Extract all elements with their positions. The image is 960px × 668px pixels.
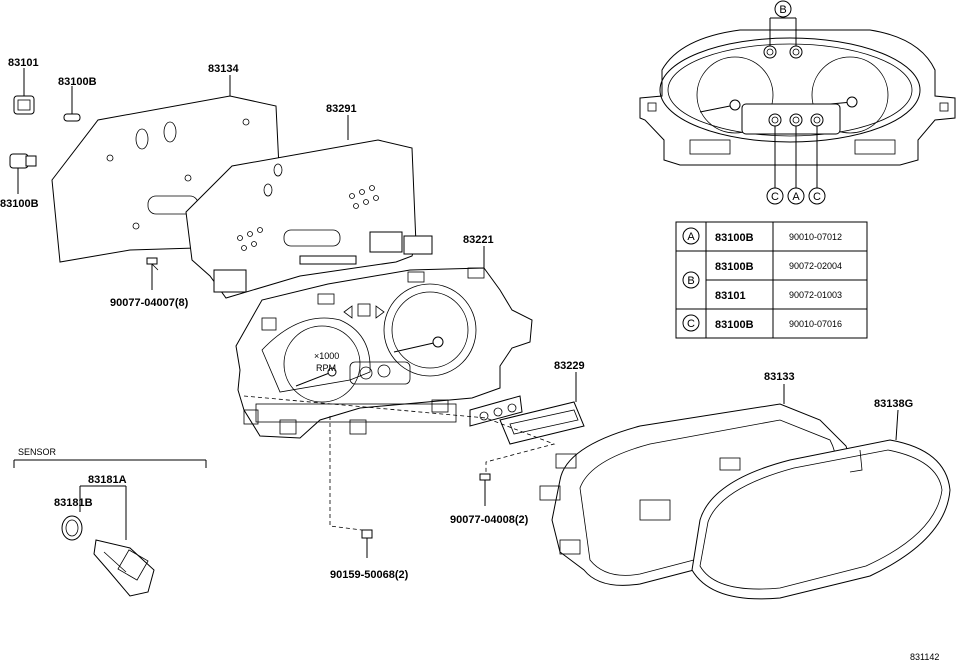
table-key-a: A (687, 231, 695, 243)
lcd-unit-83229 (469, 372, 585, 445)
sensor-group: SENSOR 83181A 83181B (13, 447, 207, 597)
table-part-4: 83100B (715, 319, 754, 331)
printed-circuit-83291 (185, 115, 433, 299)
table-ref-3: 90072-01003 (789, 290, 842, 300)
label-90077-04008: 90077-04008(2) (450, 514, 529, 526)
table-key-c: C (687, 318, 695, 330)
callouts-c-a-c: C A C (766, 126, 826, 205)
meter-rear-view (639, 29, 956, 166)
figure-id: 831142 (910, 652, 939, 662)
table-ref-2: 90072-02004 (789, 261, 842, 271)
label-83138g: 83138G (874, 398, 913, 410)
label-83101: 83101 (8, 57, 39, 69)
label-83181a: 83181A (88, 474, 127, 486)
dial-rpm-unit: RPM (316, 363, 336, 373)
table-part-3: 83101 (715, 290, 746, 302)
dial-rpm-scale: ×1000 (314, 351, 339, 361)
callout-c-letter-1: C (771, 191, 779, 203)
label-83133: 83133 (764, 371, 795, 383)
alignment-lines (243, 395, 556, 531)
sensor-label: SENSOR (18, 447, 57, 457)
meter-glass-83138g (691, 409, 951, 600)
table-ref-4: 90010-07016 (789, 319, 842, 329)
callout-b-top: B (769, 0, 797, 46)
bulb-table: A B C 83100B 83100B 83101 83100B 90010-0… (675, 221, 868, 339)
label-83221: 83221 (463, 234, 494, 246)
table-part-2: 83100B (715, 261, 754, 273)
table-key-b: B (687, 275, 694, 287)
label-83229: 83229 (554, 360, 585, 372)
label-83100b-top: 83100B (58, 76, 97, 88)
screw-90077-04008 (479, 473, 491, 506)
label-83291: 83291 (326, 103, 357, 115)
callout-a-letter: A (792, 191, 800, 203)
meter-housing-83221: ×1000 RPM (235, 246, 533, 439)
screw-90159-50068 (361, 529, 373, 558)
label-83134: 83134 (208, 63, 239, 75)
label-83100b-side: 83100B (0, 198, 39, 210)
bulb-83100b-top (63, 86, 81, 122)
callout-c-letter-2: C (813, 191, 821, 203)
label-90077-04007: 90077-04007(8) (110, 297, 189, 309)
label-90159-50068: 90159-50068(2) (330, 569, 409, 581)
bulb-socket-83101 (13, 68, 35, 115)
bulb-socket-83100b-side (9, 153, 37, 194)
table-ref-1: 90010-07012 (789, 232, 842, 242)
callout-b-letter: B (779, 4, 786, 16)
screw-90077-04007 (146, 257, 159, 290)
table-part-1: 83100B (715, 232, 754, 244)
label-83181b: 83181B (54, 497, 93, 509)
